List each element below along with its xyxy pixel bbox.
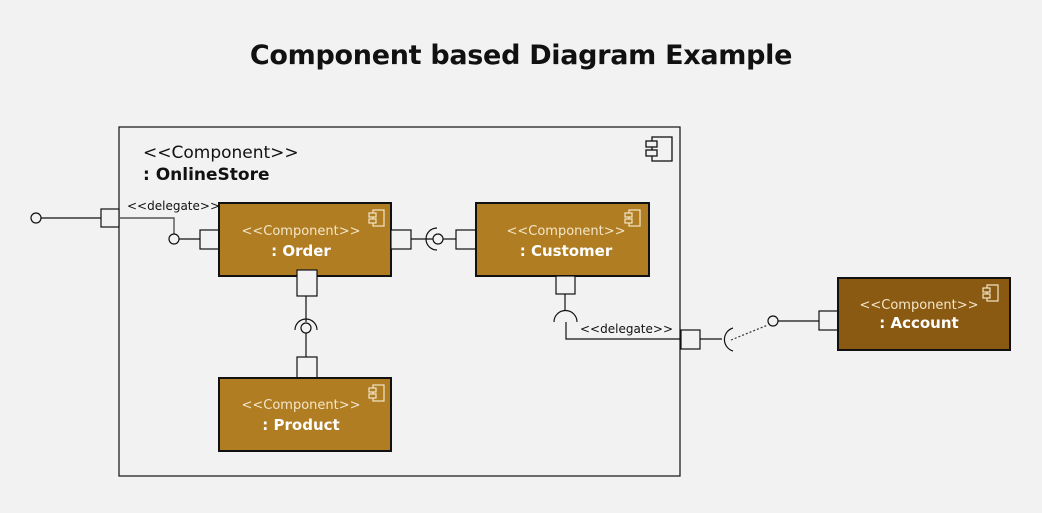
customer-stereotype: <<Component>> bbox=[506, 224, 625, 239]
online-store-container[interactable]: <<Component>> : OnlineStore bbox=[118, 126, 681, 477]
container-port-left bbox=[100, 208, 120, 228]
product-component[interactable]: <<Component>> : Product bbox=[218, 377, 392, 452]
account-name: : Account bbox=[879, 314, 958, 332]
left-external-interface: <<delegate>> bbox=[30, 199, 220, 250]
product-stereotype: <<Component>> bbox=[241, 398, 360, 413]
account-component[interactable]: <<Component>> : Account bbox=[837, 277, 1011, 351]
account-port bbox=[818, 310, 839, 331]
order-stereotype: <<Component>> bbox=[241, 224, 360, 239]
account-stereotype: <<Component>> bbox=[859, 298, 978, 313]
delegate-label-right: <<delegate>> bbox=[580, 322, 673, 336]
container-name: : OnlineStore bbox=[143, 165, 270, 185]
order-name: : Order bbox=[271, 242, 331, 260]
container-port-right bbox=[680, 329, 701, 350]
product-name: : Product bbox=[262, 416, 339, 434]
customer-name: : Customer bbox=[520, 242, 613, 260]
customer-delegate-interface: <<delegate>> bbox=[553, 275, 839, 352]
order-customer-interface bbox=[390, 227, 477, 251]
delegate-label-left: <<delegate>> bbox=[127, 199, 220, 213]
order-component[interactable]: <<Component>> : Order bbox=[218, 202, 392, 277]
customer-component[interactable]: <<Component>> : Customer bbox=[475, 202, 650, 277]
order-port-left bbox=[199, 229, 220, 250]
diagram-title: Component based Diagram Example bbox=[249, 40, 793, 71]
container-stereotype: <<Component>> bbox=[143, 143, 299, 163]
container-component-icon bbox=[645, 136, 673, 162]
